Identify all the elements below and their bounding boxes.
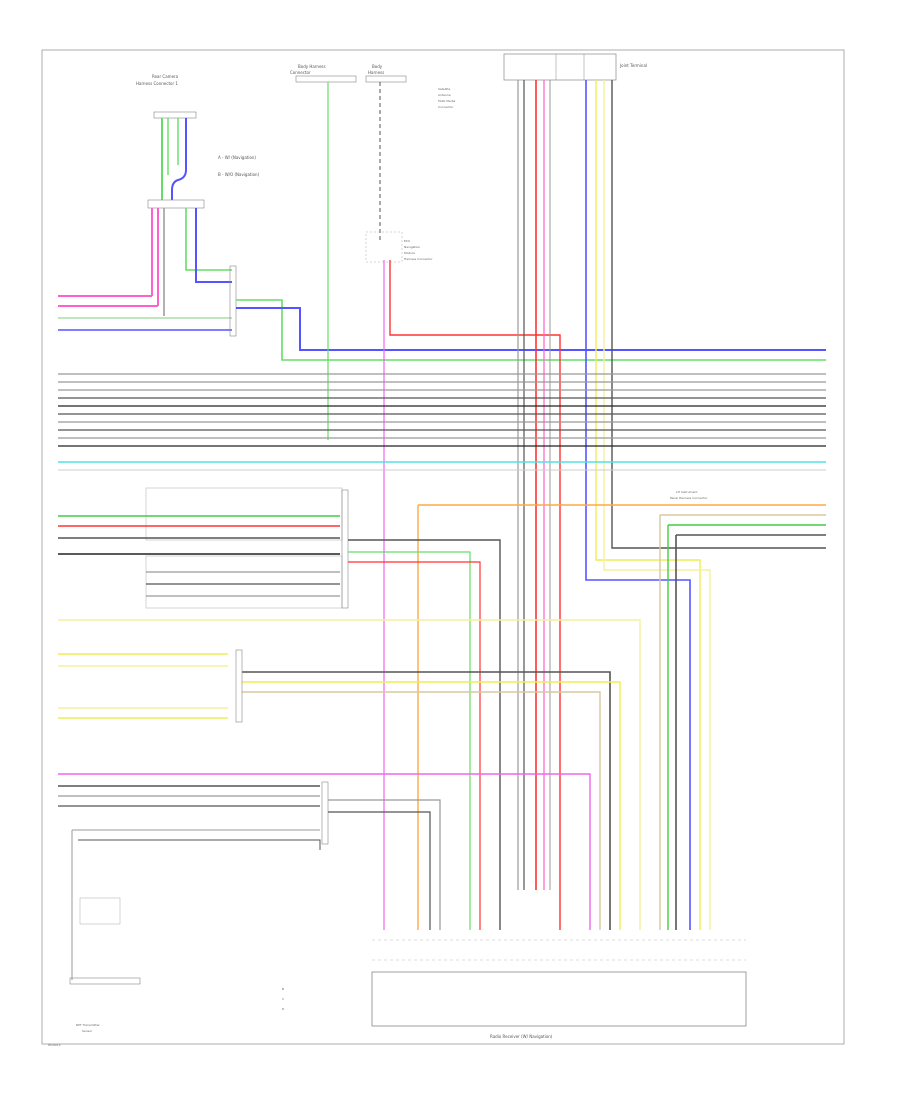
module-label-3: Module <box>404 251 415 255</box>
top-center-left-label-1: Body Harness <box>298 64 326 69</box>
bottom-connector-label: Radio Receiver (W/ Navigation) <box>490 1034 553 1039</box>
marker-2: C <box>282 997 284 1001</box>
top-center-right-label-4: Connector <box>438 105 454 109</box>
top-center-right-label-1: Satellite <box>438 87 450 91</box>
yellow-runs <box>58 619 641 930</box>
legend: A - W/ (Navigation) B - W/O (Navigation) <box>218 155 260 177</box>
right-junction-label-1: LH Instrument <box>676 490 698 494</box>
top-right-joint-terminal: Joint Terminal <box>503 53 826 930</box>
top-left-sensor-label-2: Harness Connector 1 <box>136 81 178 86</box>
top-center-harness: Body Harness <box>365 64 561 930</box>
bottom-left-sensor: RPT Transmitter Sensor <box>69 829 321 1033</box>
legend-note-b: B - W/O (Navigation) <box>218 172 260 177</box>
top-center-left-harness: Body Harness Connector <box>290 64 357 440</box>
top-center-label-1: Body <box>372 64 383 69</box>
left-mid-splices <box>58 487 501 930</box>
marker-1: B <box>282 987 284 991</box>
marker-3: D <box>282 1007 285 1011</box>
bottom-main-connector: Radio Receiver (W/ Navigation) <box>371 939 747 1039</box>
left-sensor-wires <box>58 265 237 337</box>
bottom-left-sensor-label-2: Sensor <box>82 1029 93 1033</box>
module-label-1: ECU <box>404 239 410 243</box>
top-center-right-label-2: Antenna <box>438 93 451 97</box>
top-left-connector <box>147 199 232 316</box>
right-junction: LH Instrument Panel Harness Connector <box>417 490 826 930</box>
top-center-label-2: Harness <box>368 70 384 75</box>
top-left-sensor: Rear Camera Harness Connector 1 <box>136 74 197 200</box>
right-junction-label-2: Panel Harness Connector <box>670 496 708 500</box>
bottom-left-sensor-label-1: RPT Transmitter <box>76 1023 101 1027</box>
diagram-frame <box>41 49 845 1045</box>
top-center-right-label-3: Multi Media <box>438 99 455 103</box>
module-label-2: Navigation <box>404 245 420 249</box>
page-id: W10013 <box>48 1043 61 1047</box>
horizontal-bus <box>58 373 826 471</box>
joint-terminal-label: Joint Terminal <box>619 63 647 68</box>
top-center-left-label-2: Connector <box>290 70 311 75</box>
bottom-left-runs <box>58 773 591 930</box>
top-center-right-box: Satellite Antenna Multi Media Connector <box>438 87 455 109</box>
lh-side-run <box>236 299 826 361</box>
module-label-4: Harness Connector <box>404 257 433 261</box>
legend-note-a: A - W/ (Navigation) <box>218 155 256 160</box>
top-left-sensor-label-1: Rear Camera <box>152 74 179 79</box>
bottom-legend-markers: B C D <box>282 987 285 1011</box>
mid-center-module: ECU Navigation Module Harness Connector <box>365 231 433 263</box>
